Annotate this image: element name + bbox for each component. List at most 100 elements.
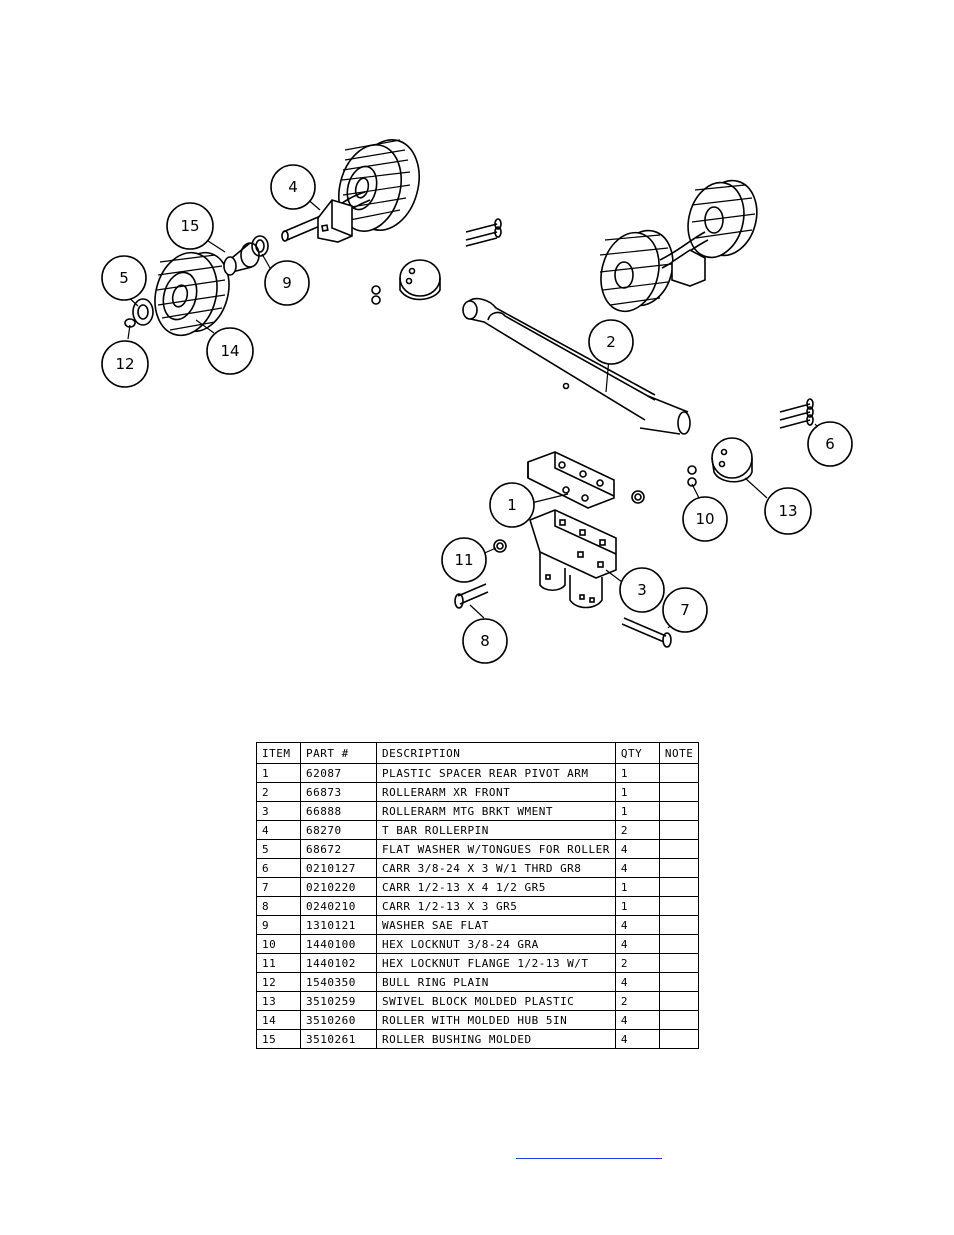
svg-text:1: 1 [507, 496, 517, 514]
callout-7: 7 [662, 587, 708, 633]
cell-description: ROLLERARM XR FRONT [376, 782, 616, 802]
cell-description: FLAT WASHER W/TONGUES FOR ROLLER [376, 839, 616, 859]
cell-part: 0240210 [300, 896, 377, 916]
cell-item: 5 [256, 839, 301, 859]
callout-10: 10 [682, 496, 728, 542]
washer-sae-flat [251, 235, 269, 257]
cell-note [658, 858, 700, 878]
cell-item: 4 [256, 820, 301, 840]
cell-qty: 1 [614, 763, 660, 783]
svg-text:6: 6 [825, 435, 835, 453]
cell-part: 66888 [300, 801, 377, 821]
cell-description: ROLLER BUSHING MOLDED [376, 1029, 616, 1049]
svg-text:5: 5 [119, 269, 129, 287]
bom-header-row: ITEM PART # DESCRIPTION QTY NOTE [256, 742, 700, 764]
cell-item: 11 [256, 953, 301, 973]
cell-qty: 4 [614, 1010, 660, 1030]
cell-note [658, 763, 700, 783]
cell-item: 10 [256, 934, 301, 954]
cell-part: 68270 [300, 820, 377, 840]
hex-locknuts-right [687, 465, 697, 487]
svg-text:14: 14 [220, 342, 239, 360]
header-description: DESCRIPTION [376, 742, 616, 764]
plastic-spacer [527, 451, 615, 509]
flat-washer-tongues [132, 298, 154, 326]
cell-item: 6 [256, 858, 301, 878]
cell-description: HEX LOCKNUT FLANGE 1/2-13 W/T [376, 953, 616, 973]
callout-8: 8 [462, 618, 508, 664]
swivel-block-right [711, 437, 753, 483]
cell-description: CARR 1/2-13 X 4 1/2 GR5 [376, 877, 616, 897]
cell-qty: 4 [614, 858, 660, 878]
svg-text:4: 4 [288, 178, 298, 196]
svg-text:13: 13 [778, 502, 797, 520]
cell-description: T BAR ROLLERPIN [376, 820, 616, 840]
cell-part: 3510260 [300, 1010, 377, 1030]
svg-text:10: 10 [695, 510, 714, 528]
callout-4: 4 [270, 164, 316, 210]
cell-description: WASHER SAE FLAT [376, 915, 616, 935]
callout-5: 5 [101, 255, 147, 301]
cell-part: 0210127 [300, 858, 377, 878]
cell-note [658, 801, 700, 821]
cell-qty: 1 [614, 896, 660, 916]
cell-item: 2 [256, 782, 301, 802]
callout-2: 2 [588, 319, 634, 365]
cell-qty: 4 [614, 915, 660, 935]
cell-description: PLASTIC SPACER REAR PIVOT ARM [376, 763, 616, 783]
roller-upper-left [338, 139, 420, 233]
flange-nut-mid [631, 490, 645, 504]
cell-item: 8 [256, 896, 301, 916]
cell-qty: 4 [614, 1029, 660, 1049]
cell-item: 9 [256, 915, 301, 935]
cell-description: BULL RING PLAIN [376, 972, 616, 992]
callout-9: 9 [264, 260, 310, 306]
cell-note [658, 896, 700, 916]
callout-15: 15 [166, 202, 214, 250]
svg-text:11: 11 [454, 551, 473, 569]
hyperlink-underline[interactable] [516, 1158, 662, 1159]
callout-13: 13 [764, 487, 812, 535]
callout-11: 11 [441, 537, 487, 583]
exploded-assembly-drawing: 1 2 3 4 5 6 7 8 9 10 11 12 13 14 15 [101, 139, 853, 664]
flange-nut-left [493, 539, 507, 553]
header-qty: QTY [614, 742, 660, 764]
cell-note [658, 1029, 700, 1049]
cell-item: 3 [256, 801, 301, 821]
cell-item: 13 [256, 991, 301, 1011]
cell-qty: 1 [614, 801, 660, 821]
cell-note [658, 839, 700, 859]
callout-12: 12 [101, 340, 149, 388]
svg-text:9: 9 [282, 274, 292, 292]
cell-part: 0210220 [300, 877, 377, 897]
header-part: PART # [300, 742, 377, 764]
cell-note [658, 915, 700, 935]
cell-description: CARR 1/2-13 X 3 GR5 [376, 896, 616, 916]
carriage-bolt-8 [454, 583, 489, 609]
cell-qty: 1 [614, 782, 660, 802]
cell-note [658, 1010, 700, 1030]
cell-part: 1310121 [300, 915, 377, 935]
roller-right-front [599, 229, 709, 313]
nuts-upper [371, 285, 381, 305]
cell-qty: 1 [614, 877, 660, 897]
svg-text:2: 2 [606, 333, 616, 351]
callout-3: 3 [619, 567, 665, 613]
cell-item: 15 [256, 1029, 301, 1049]
cell-part: 1540350 [300, 972, 377, 992]
cell-part: 1440100 [300, 934, 377, 954]
cell-note [658, 820, 700, 840]
cell-item: 14 [256, 1010, 301, 1030]
cell-part: 68672 [300, 839, 377, 859]
